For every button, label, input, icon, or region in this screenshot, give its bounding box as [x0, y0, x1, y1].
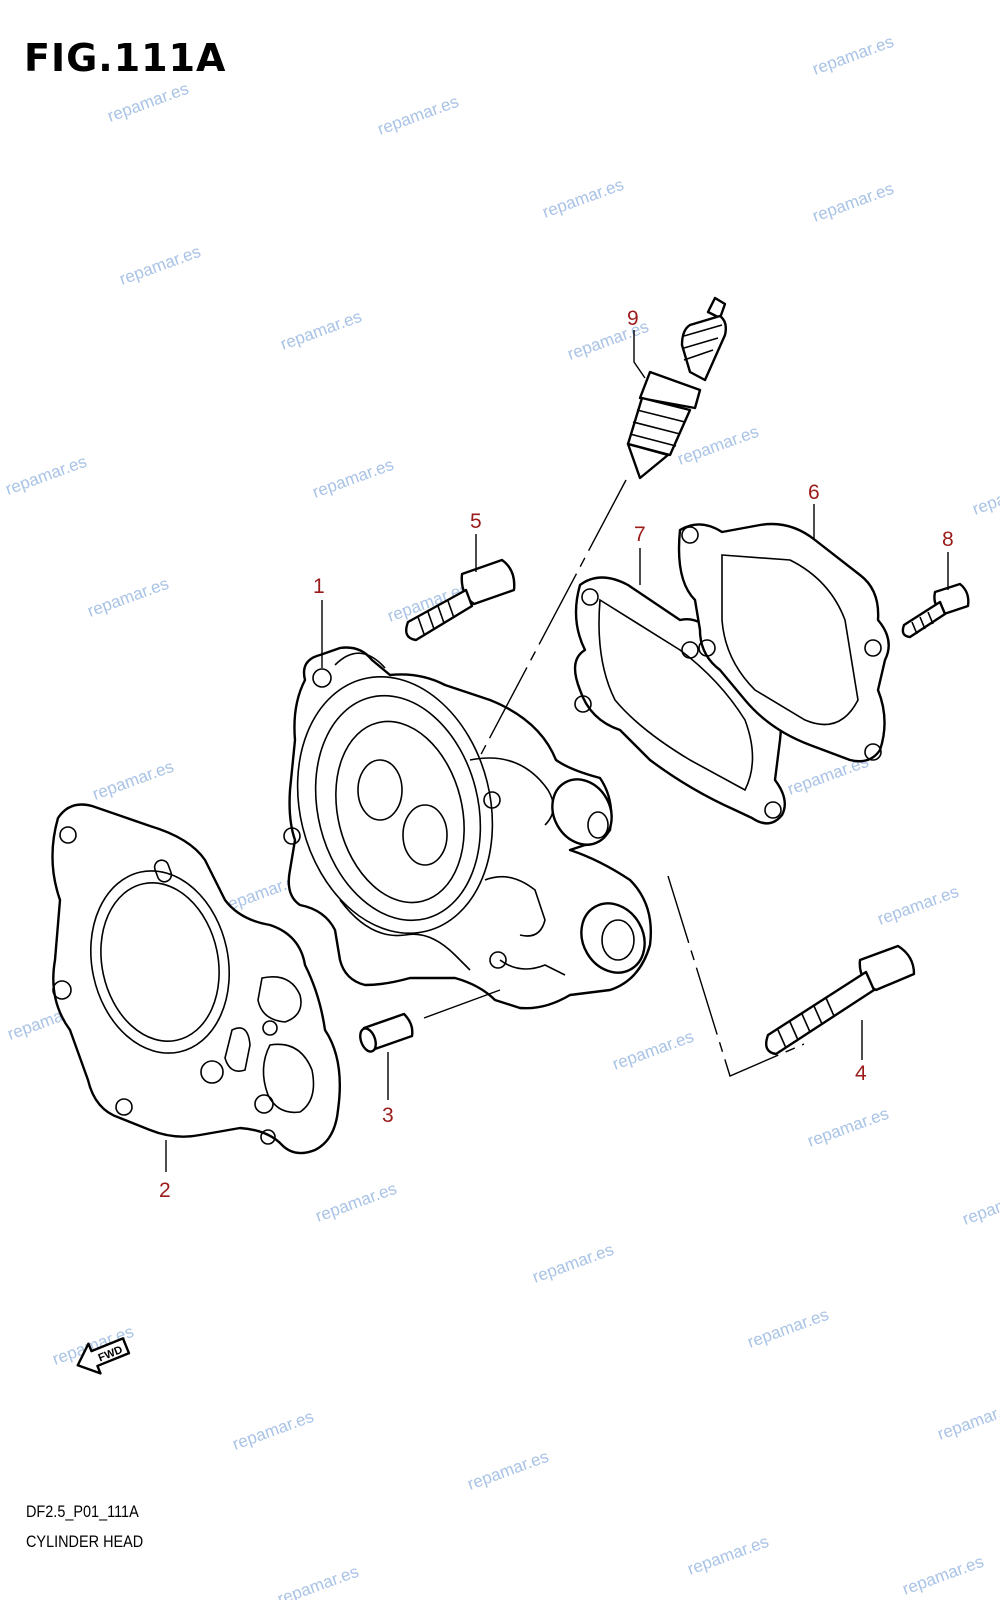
watermark-text: repamar.es: [310, 455, 396, 502]
part-8-small-bolt[interactable]: [901, 582, 970, 639]
part-1-cylinder-head[interactable]: [271, 646, 657, 1010]
section-name: CYLINDER HEAD: [26, 1532, 144, 1551]
part-6-cylinder-head-cover[interactable]: [677, 522, 890, 763]
watermark-text: repamar.es: [745, 1305, 831, 1352]
model-code: DF2.5_P01_111A: [26, 1502, 139, 1521]
watermark-text: repamar.es: [3, 452, 89, 499]
callout-6: 6: [808, 481, 820, 504]
watermark-text: repamar.es: [313, 1179, 399, 1226]
assembly-lines: [165, 330, 949, 1172]
callout-labels: 1 2 3 4 5 6 7 8 9: [159, 307, 954, 1202]
watermark-text: repamar.es: [278, 307, 364, 354]
figure-title: FIG.111A: [24, 36, 227, 80]
callout-1: 1: [313, 575, 325, 598]
callout-9: 9: [627, 307, 639, 330]
watermark-text: repamar.es: [275, 1562, 361, 1600]
part-5-bolt[interactable]: [405, 558, 516, 642]
callout-7: 7: [634, 523, 646, 546]
watermark-text: repamar.es: [465, 1447, 551, 1494]
watermark-text: repamar.es: [960, 1182, 1000, 1229]
part-3-dowel-pin[interactable]: [357, 1012, 414, 1054]
watermark-text: repamar.es: [675, 422, 761, 469]
callout-4: 4: [855, 1062, 867, 1085]
watermark-text: repamar.es: [875, 882, 961, 929]
part-4-long-bolt[interactable]: [765, 944, 916, 1056]
watermark-text: repamar.es: [117, 242, 203, 289]
watermark-text: repamar.es: [105, 79, 191, 126]
watermark-text: repamar.es: [375, 92, 461, 139]
watermark-text: repamar.es: [810, 32, 896, 79]
part-2-head-gasket[interactable]: [51, 803, 341, 1155]
watermark-text: repamar.es: [810, 179, 896, 226]
watermark-text: repamar.es: [685, 1532, 771, 1579]
callout-5: 5: [470, 510, 482, 533]
part-9-spark-plug[interactable]: [626, 296, 728, 480]
watermark-text: repamar.es: [530, 1240, 616, 1287]
fwd-arrow-icon: FWD: [76, 1337, 131, 1375]
watermark-text: repamar.es: [610, 1027, 696, 1074]
watermark-text: repamar.es: [230, 1407, 316, 1454]
callout-2: 2: [159, 1179, 171, 1202]
watermark-text: repamar.es: [90, 757, 176, 804]
watermark-text: repamar.es: [805, 1104, 891, 1151]
watermark-text: repamar.es: [85, 574, 171, 621]
callout-8: 8: [942, 528, 954, 551]
watermark-text: repamar.es: [900, 1552, 986, 1599]
watermark-text: repamar.es: [935, 1397, 1000, 1444]
callout-3: 3: [382, 1104, 394, 1127]
watermark-text: repamar.es: [540, 175, 626, 222]
watermark-text: repamar.es: [970, 472, 1000, 519]
